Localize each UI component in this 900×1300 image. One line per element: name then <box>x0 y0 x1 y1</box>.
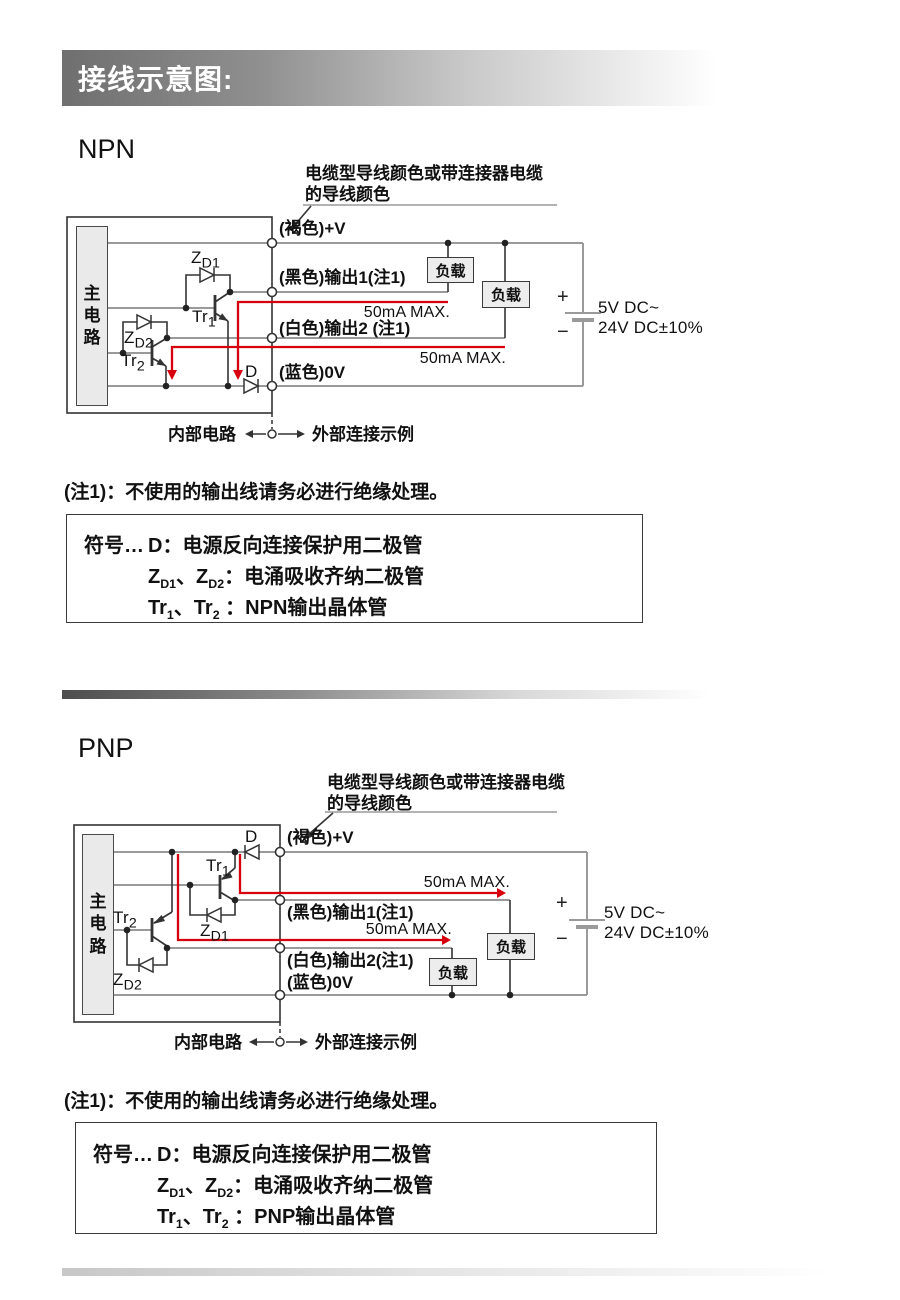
npn-zd1-zener-icon <box>199 266 216 284</box>
pnp-supply-range-line1: 5V DC~ <box>604 903 666 922</box>
npn-tr2-label: Tr2 <box>121 351 145 375</box>
npn-load2-box: 负载 <box>482 281 530 308</box>
pnp-current-label-output2: 50mA MAX. <box>365 921 452 938</box>
pnp-circuit-lines <box>73 811 605 1047</box>
pnp-wires <box>112 851 588 996</box>
pnp-tr2-transistor-icon <box>150 911 173 947</box>
npn-supply-range-line2: 24V DC±10% <box>598 318 703 337</box>
npn-terminal-circles <box>266 237 278 392</box>
pnp-internal-external-arrow-icon <box>249 1022 308 1047</box>
npn-external-connection-text: 外部连接示例 <box>312 425 414 444</box>
npn-legend-row-tr: Tr1、Tr2 ：NPN输出晶体管 <box>148 597 388 622</box>
pnp-wire-label-output2: (白色)输出2(注1) <box>287 951 414 970</box>
npn-current-label-output1: 50mA MAX. <box>363 304 450 321</box>
npn-battery-icon <box>565 312 601 322</box>
pnp-wire-label-plus-v: (褐色)+V <box>287 828 354 847</box>
pnp-supply-range-line2: 24V DC±10% <box>604 923 709 942</box>
npn-d-label: D <box>245 362 258 381</box>
npn-section-title: NPN <box>78 134 136 164</box>
pnp-cable-color-annotation: 电缆型导线颜色或带连接器电缆 的导线颜色 <box>327 772 565 814</box>
npn-wire-label-output1: (黑色)输出1(注1) <box>279 268 406 287</box>
npn-internal-external-arrow-icon <box>245 413 305 439</box>
section-divider-bar <box>62 690 710 699</box>
pnp-legend-prefix: 符号… <box>93 1144 153 1166</box>
npn-annotation-line2: 的导线颜色 <box>305 185 390 204</box>
npn-wires <box>106 242 584 387</box>
pnp-tr2-label: Tr2 <box>113 908 137 932</box>
pnp-wire-label-output1: (黑色)输出1(注1) <box>287 903 414 922</box>
pnp-d-label: D <box>245 827 258 846</box>
npn-zd2-label: ZD2 <box>124 328 154 352</box>
npn-tr1-transistor-icon <box>213 291 231 322</box>
pnp-load2-box: 负载 <box>429 958 477 986</box>
pnp-battery-icon <box>569 919 605 929</box>
pnp-section-title: PNP <box>78 733 134 763</box>
pnp-current-paths <box>176 854 497 942</box>
npn-wire-label-output2: (白色)输出2 (注1) <box>279 319 411 338</box>
pnp-annotation-line1: 电缆型导线颜色或带连接器电缆 <box>327 773 565 792</box>
npn-main-circuit-block: 主电路 <box>76 226 108 406</box>
pnp-legend-row-zd: ZD1、ZD2：电涌吸收齐纳二极管 <box>157 1175 434 1200</box>
npn-zd1-label: ZD1 <box>191 248 221 272</box>
pnp-zd1-label: ZD1 <box>200 921 230 945</box>
npn-zd2-zener-icon <box>136 313 153 331</box>
pnp-external-connection-text: 外部连接示例 <box>315 1033 417 1052</box>
npn-current-label-output2: 50mA MAX. <box>419 350 506 367</box>
pnp-zd2-zener-icon <box>137 956 154 974</box>
pnp-internal-circuit-box <box>73 824 281 1023</box>
npn-wire-label-zero-v: (蓝色)0V <box>279 363 346 382</box>
pnp-current-arrowheads <box>442 888 506 945</box>
npn-battery-plus-sign: + <box>557 286 569 308</box>
pnp-zd1-zener-icon <box>205 906 222 924</box>
npn-main-circuit-label: 主电路 <box>83 283 101 348</box>
pnp-internal-circuit-text: 内部电路 <box>174 1033 242 1052</box>
npn-wire-label-plus-v: (褐色)+V <box>279 219 346 238</box>
page-title: 接线示意图: <box>78 64 234 95</box>
pnp-note: (注1)：不使用的输出线请务必进行绝缘处理。 <box>64 1091 449 1112</box>
pnp-d-diode-icon <box>243 843 260 861</box>
npn-internal-circuit-text: 内部电路 <box>168 425 236 444</box>
pnp-junction-dots <box>123 848 514 999</box>
pnp-load1-box: 负载 <box>487 933 535 960</box>
npn-load1-box: 负载 <box>427 257 474 283</box>
npn-battery-minus-sign: − <box>557 321 569 343</box>
npn-current-arrowheads <box>167 370 243 380</box>
pnp-legend-box <box>75 1122 657 1234</box>
bottom-divider-bar <box>62 1268 834 1276</box>
npn-internal-circuit-box <box>66 216 273 414</box>
npn-note: (注1)：不使用的输出线请务必进行绝缘处理。 <box>64 482 449 503</box>
npn-legend-row-zd: ZD1、ZD2：电涌吸收齐纳二极管 <box>148 566 425 591</box>
npn-legend-row-d: D：电源反向连接保护用二极管 <box>148 535 423 557</box>
npn-legend-box <box>66 514 643 623</box>
npn-legend-prefix: 符号… <box>84 535 144 557</box>
pnp-main-circuit-label: 主电路 <box>89 892 107 956</box>
npn-leader-arrow-icon <box>289 204 557 231</box>
pnp-wire-label-zero-v: (蓝色)0V <box>287 973 354 992</box>
pnp-tr1-label: Tr1 <box>206 856 230 880</box>
pnp-main-circuit-block: 主电路 <box>82 834 114 1015</box>
npn-junction-dots <box>119 239 509 390</box>
header-bar: 接线示意图: <box>62 50 716 106</box>
pnp-annotation-line2: 的导线颜色 <box>327 794 412 813</box>
pnp-terminal-circles <box>274 846 286 1001</box>
npn-cable-color-annotation: 电缆型导线颜色或带连接器电缆 的导线颜色 <box>305 163 543 205</box>
npn-tr1-label: Tr1 <box>192 307 216 331</box>
pnp-legend-row-tr: Tr1、Tr2 ：PNP输出晶体管 <box>157 1206 396 1231</box>
npn-tr2-transistor-icon <box>150 337 168 367</box>
pnp-battery-plus-sign: + <box>556 892 568 914</box>
pnp-legend-row-d: D：电源反向连接保护用二极管 <box>157 1144 432 1166</box>
npn-circuit-lines <box>66 204 601 439</box>
npn-current-paths <box>170 300 505 371</box>
npn-supply-range-line1: 5V DC~ <box>598 298 660 317</box>
pnp-zd2-label: ZD2 <box>113 970 143 994</box>
pnp-leader-arrow-icon <box>303 811 557 840</box>
npn-annotation-line1: 电缆型导线颜色或带连接器电缆 <box>305 164 543 183</box>
pnp-battery-minus-sign: − <box>556 928 568 950</box>
pnp-current-label-output1: 50mA MAX. <box>423 874 510 891</box>
npn-d-diode-icon <box>243 377 260 395</box>
